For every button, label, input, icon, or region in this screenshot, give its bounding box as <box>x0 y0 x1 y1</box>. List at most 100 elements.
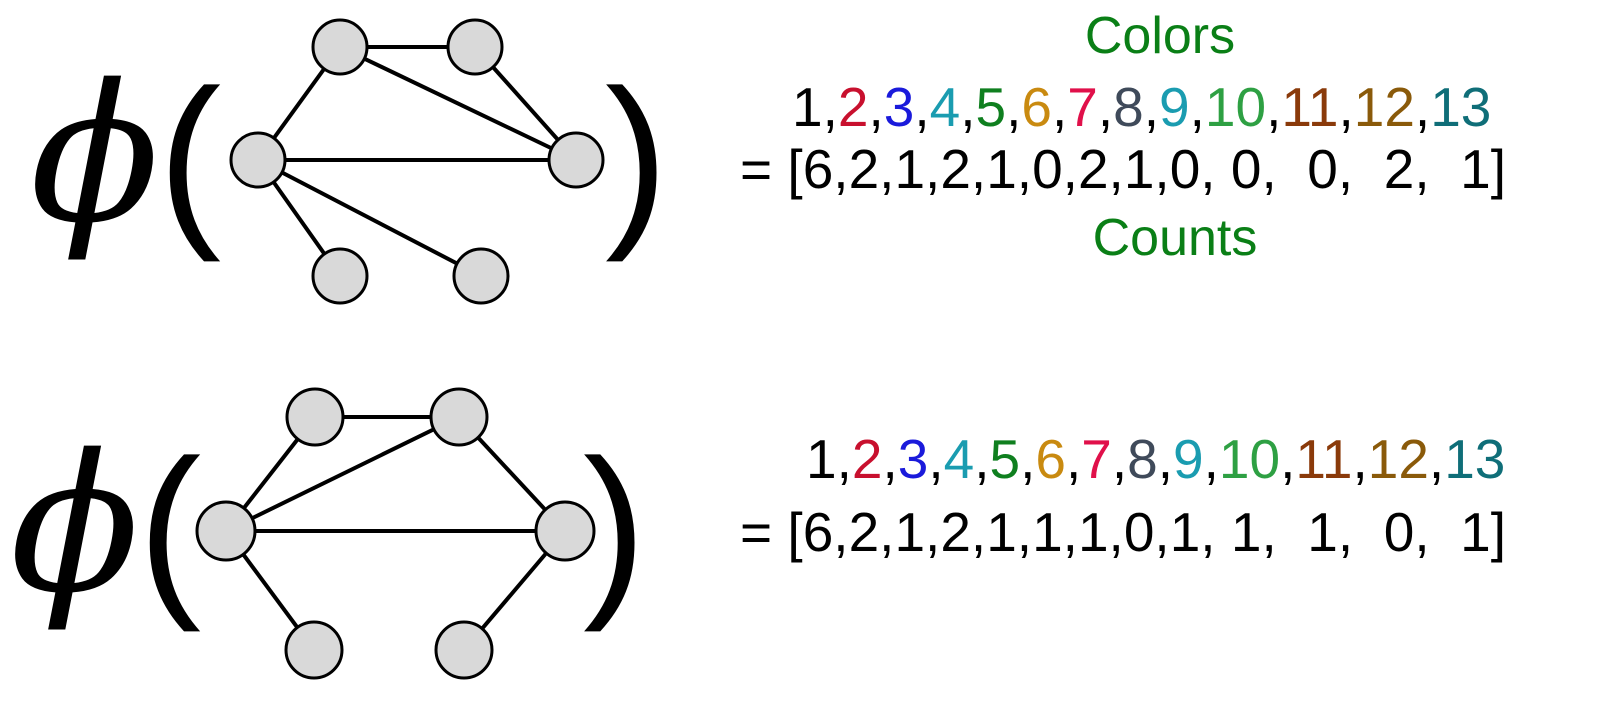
top-color-10: 10 <box>1204 76 1267 138</box>
comma: , <box>1337 501 1354 563</box>
bottom-color-12: 12 <box>1367 428 1429 490</box>
comma: , <box>1200 138 1216 200</box>
close-paren-top: ) <box>605 51 669 263</box>
bottom-count-1: 6 <box>802 501 834 563</box>
bottom-count-13: 1 <box>1429 501 1491 563</box>
colors-title: Colors <box>1084 7 1236 65</box>
comma: , <box>1261 138 1277 200</box>
node-top-n5 <box>311 247 369 305</box>
bottom-color-5: 5 <box>989 428 1021 490</box>
node-top-n3 <box>229 131 287 189</box>
colors-row-top: 1,2,3,4,5,6,7,8,9,10,11,12,13 <box>792 80 1491 135</box>
comma: , <box>970 501 987 563</box>
top-count-2: 2 <box>848 138 880 200</box>
comma: , <box>1157 428 1173 490</box>
node-bottom-n2 <box>429 387 489 447</box>
comma: , <box>1352 428 1368 490</box>
node-bottom-n6 <box>434 620 494 680</box>
comma: , <box>928 428 944 490</box>
top-eq-prefix: = [ <box>740 138 803 200</box>
comma: , <box>1016 501 1033 563</box>
edge-bottom-n2-n3 <box>225 415 460 533</box>
comma: , <box>1280 428 1296 490</box>
edge-top-n3-n6 <box>257 158 482 278</box>
comma: , <box>836 428 852 490</box>
comma: , <box>1097 76 1114 138</box>
top-count-3: 1 <box>894 138 926 200</box>
comma: , <box>1020 428 1036 490</box>
open-paren-top: ( <box>158 51 222 263</box>
top-color-2: 2 <box>837 76 869 138</box>
comma: , <box>1428 428 1445 490</box>
top-color-9: 9 <box>1159 76 1190 138</box>
top-color-11: 11 <box>1281 76 1339 138</box>
comma: , <box>1111 428 1128 490</box>
bottom-count-2: 2 <box>848 501 880 563</box>
node-bottom-n5 <box>284 620 344 680</box>
bottom-count-12: 0 <box>1353 501 1415 563</box>
bottom-color-11: 11 <box>1295 428 1353 490</box>
comma: , <box>1261 501 1277 563</box>
node-top-n1 <box>311 18 369 76</box>
node-top-n6 <box>452 247 510 305</box>
comma: , <box>1062 501 1078 563</box>
comma: , <box>1108 138 1124 200</box>
comma: , <box>974 428 990 490</box>
comma: , <box>925 138 941 200</box>
bottom-eq-suffix: ] <box>1490 501 1507 563</box>
comma: , <box>925 501 941 563</box>
comma: , <box>960 76 976 138</box>
bottom-color-3: 3 <box>897 428 929 490</box>
top-count-1: 6 <box>802 138 834 200</box>
top-count-10: 0 <box>1215 138 1262 200</box>
close-paren-bottom: ) <box>583 421 647 633</box>
comma: , <box>1016 138 1033 200</box>
bottom-count-4: 2 <box>940 501 971 563</box>
top-count-13: 1 <box>1429 138 1491 200</box>
top-color-4: 4 <box>929 76 961 138</box>
top-eq-suffix: ] <box>1490 138 1507 200</box>
phi-symbol-bottom: ϕ <box>10 414 140 635</box>
top-color-6: 6 <box>1021 76 1052 138</box>
comma: , <box>1065 428 1082 490</box>
bottom-count-10: 1 <box>1215 501 1262 563</box>
comma: , <box>833 501 849 563</box>
comma: , <box>1338 76 1354 138</box>
comma: , <box>1189 76 1205 138</box>
bottom-color-13: 13 <box>1444 428 1506 490</box>
comma: , <box>868 76 884 138</box>
node-bottom-n1 <box>285 387 345 447</box>
top-color-7: 7 <box>1067 76 1098 138</box>
node-bottom-n3 <box>195 500 257 562</box>
bottom-color-4: 4 <box>943 428 975 490</box>
comma: , <box>1062 138 1078 200</box>
top-color-1: 1 <box>792 76 823 138</box>
comma: , <box>822 76 838 138</box>
bottom-count-8: 0 <box>1123 501 1155 563</box>
top-count-4: 2 <box>940 138 971 200</box>
comma: , <box>1203 428 1219 490</box>
phi-symbol-top: ϕ <box>30 44 160 265</box>
comma: , <box>914 76 930 138</box>
comma: , <box>1200 501 1216 563</box>
top-color-3: 3 <box>883 76 915 138</box>
comma: , <box>1414 501 1430 563</box>
top-count-12: 2 <box>1353 138 1415 200</box>
comma: , <box>1414 76 1431 138</box>
top-count-6: 0 <box>1032 138 1063 200</box>
bottom-color-6: 6 <box>1035 428 1066 490</box>
edge-top-n1-n4 <box>339 45 577 162</box>
bottom-count-5: 1 <box>986 501 1017 563</box>
top-color-13: 13 <box>1430 76 1492 138</box>
bottom-count-11: 1 <box>1276 501 1338 563</box>
comma: , <box>1154 501 1170 563</box>
bottom-count-3: 1 <box>894 501 926 563</box>
comma: , <box>1143 76 1159 138</box>
top-color-8: 8 <box>1113 76 1144 138</box>
comma: , <box>882 428 898 490</box>
top-color-5: 5 <box>975 76 1007 138</box>
comma: , <box>970 138 987 200</box>
top-count-5: 1 <box>986 138 1017 200</box>
bottom-color-10: 10 <box>1218 428 1281 490</box>
